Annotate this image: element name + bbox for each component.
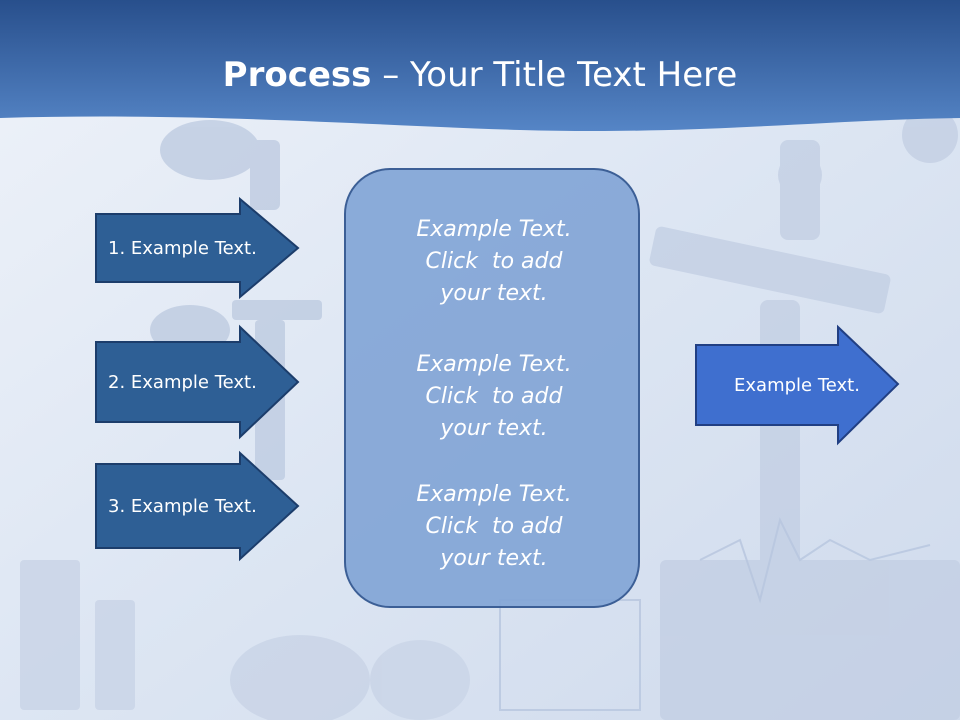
process-arrow-3[interactable]: 3. Example Text. (95, 450, 300, 562)
result-arrow[interactable]: Example Text. (695, 324, 900, 446)
center-paragraph-3: Example Text. Click to add your text. (346, 479, 642, 575)
paragraph-line: your text. (440, 546, 548, 571)
center-paragraph-1: Example Text. Click to add your text. (346, 214, 642, 310)
process-arrow-label: 1. Example Text. (108, 237, 257, 259)
center-paragraph-2: Example Text. Click to add your text. (346, 349, 642, 445)
arrow-shape (95, 196, 300, 300)
slide-title: Process – Your Title Text Here (0, 52, 960, 98)
arrow-shape (95, 324, 300, 440)
paragraph-line: Example Text. (416, 217, 572, 242)
process-arrow-label: 3. Example Text. (108, 495, 257, 517)
title-separator: – (371, 55, 411, 95)
title-bold-part: Process (222, 55, 372, 95)
paragraph-line: Click to add (425, 249, 563, 274)
title-rest-part: Your Title Text Here (410, 55, 738, 95)
paragraph-line: Example Text. (416, 482, 572, 507)
arrow-shape (695, 324, 900, 446)
header-band (0, 0, 960, 132)
arrow-shape (95, 450, 300, 562)
result-arrow-label: Example Text. (734, 374, 860, 396)
process-arrow-2[interactable]: 2. Example Text. (95, 324, 300, 440)
paragraph-line: Example Text. (416, 352, 572, 377)
process-arrow-1[interactable]: 1. Example Text. (95, 196, 300, 300)
paragraph-line: your text. (440, 416, 548, 441)
paragraph-line: Click to add (425, 384, 563, 409)
paragraph-line: your text. (440, 281, 548, 306)
center-text-box[interactable]: Example Text. Click to add your text. Ex… (344, 168, 640, 608)
process-arrow-label: 2. Example Text. (108, 371, 257, 393)
paragraph-line: Click to add (425, 514, 563, 539)
